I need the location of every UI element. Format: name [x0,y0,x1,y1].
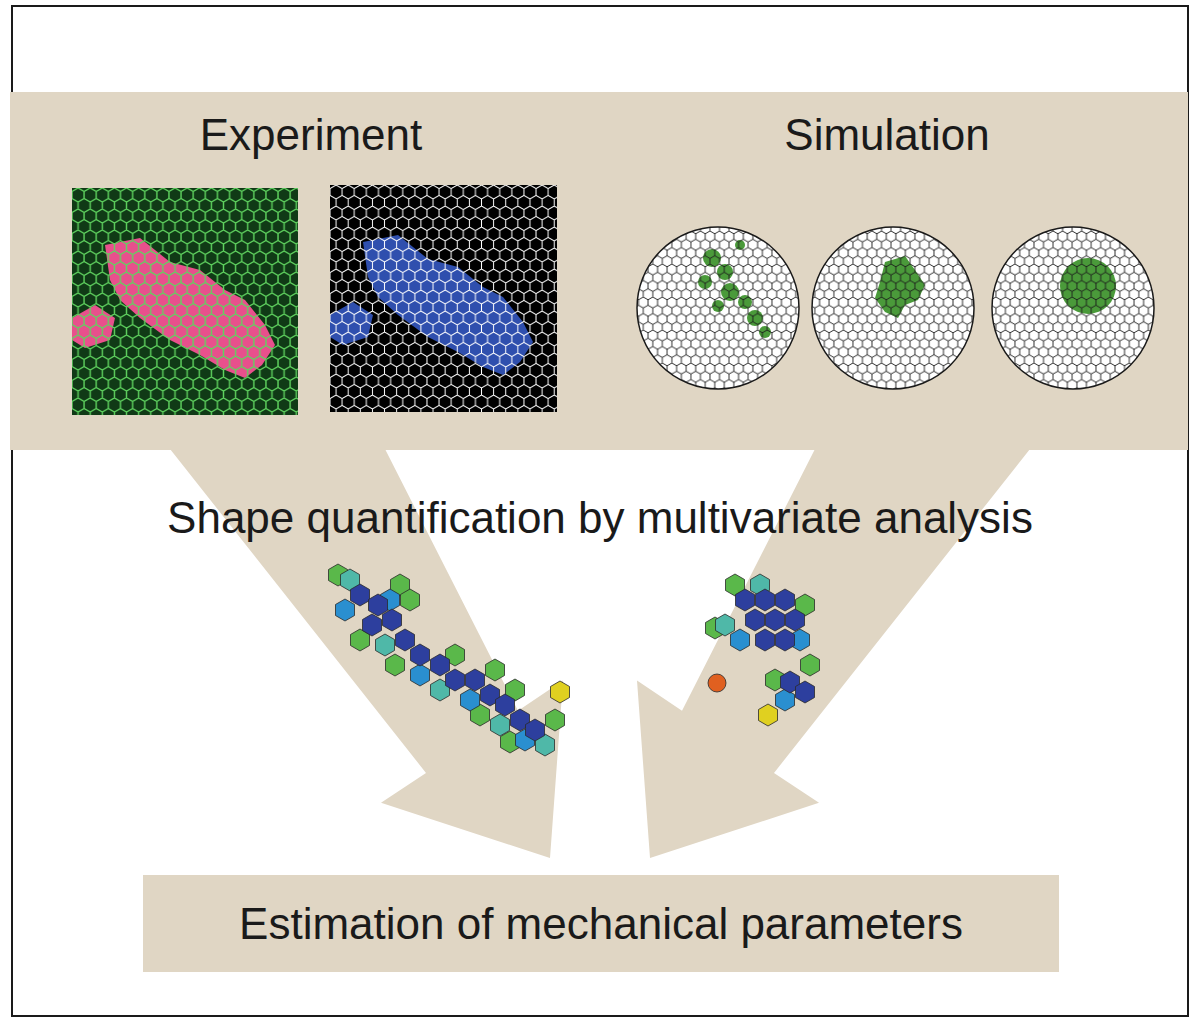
section-label: Shape quantification by multivariate ana… [167,493,1033,543]
simulated-sheet [637,227,799,389]
panel-title: Simulation [586,110,1188,160]
micrograph [72,188,298,415]
experiment-panel: Experiment [10,92,612,450]
segmentation-image [330,185,557,412]
simulated-sheet [812,227,974,389]
quantified-cluster [706,574,820,726]
quantified-cluster [329,564,570,756]
simulated-sheet [992,227,1154,389]
panel-title: Experiment [10,110,612,160]
result-text: Estimation of mechanical parameters [143,899,1059,949]
simulation-panel: Simulation [586,92,1188,450]
result-box: Estimation of mechanical parameters [143,875,1059,972]
